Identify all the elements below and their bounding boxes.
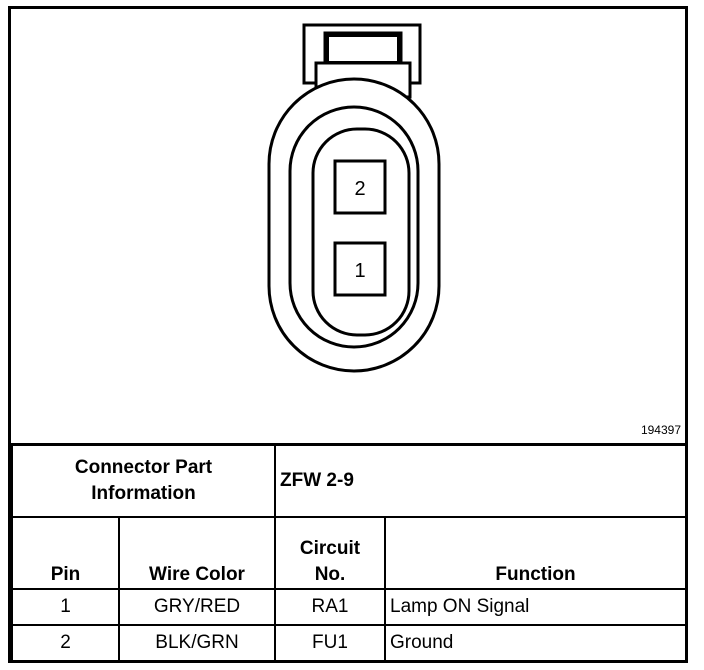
column-header-wire-color: Wire Color: [118, 516, 276, 590]
figure-id: 194397: [640, 423, 681, 437]
table-row: 1 GRY/RED RA1 Lamp ON Signal: [11, 588, 688, 626]
wire-color-cell: GRY/RED: [118, 588, 276, 626]
column-header-row: Pin Wire Color Circuit No. Function: [11, 516, 688, 590]
table-row: 2 BLK/GRN FU1 Ground: [11, 624, 688, 662]
connector-figure-frame: 2 1 194397 Connector Part Information ZF…: [8, 6, 688, 663]
column-header-function: Function: [383, 516, 688, 590]
pin-1-label: 1: [354, 260, 365, 282]
pin-2: 2: [333, 159, 387, 215]
wire-color-cell: BLK/GRN: [118, 624, 276, 662]
pin-2-label: 2: [354, 178, 365, 200]
circuit-cell: RA1: [274, 588, 386, 626]
part-info-row: Connector Part Information ZFW 2-9: [11, 443, 688, 518]
function-cell: Ground: [383, 624, 688, 662]
pin-cell: 1: [11, 588, 120, 626]
column-header-pin: Pin: [11, 516, 120, 590]
pin-1: 1: [333, 241, 387, 297]
part-info-label: Connector Part Information: [11, 443, 276, 518]
function-cell: Lamp ON Signal: [383, 588, 688, 626]
circuit-cell: FU1: [274, 624, 386, 662]
column-header-circuit: Circuit No.: [274, 516, 386, 590]
connector-diagram: 2 1: [267, 23, 441, 373]
connector-info-table: Connector Part Information ZFW 2-9 Pin W…: [11, 443, 688, 662]
part-info-value: ZFW 2-9: [273, 443, 688, 518]
pin-cell: 2: [11, 624, 120, 662]
